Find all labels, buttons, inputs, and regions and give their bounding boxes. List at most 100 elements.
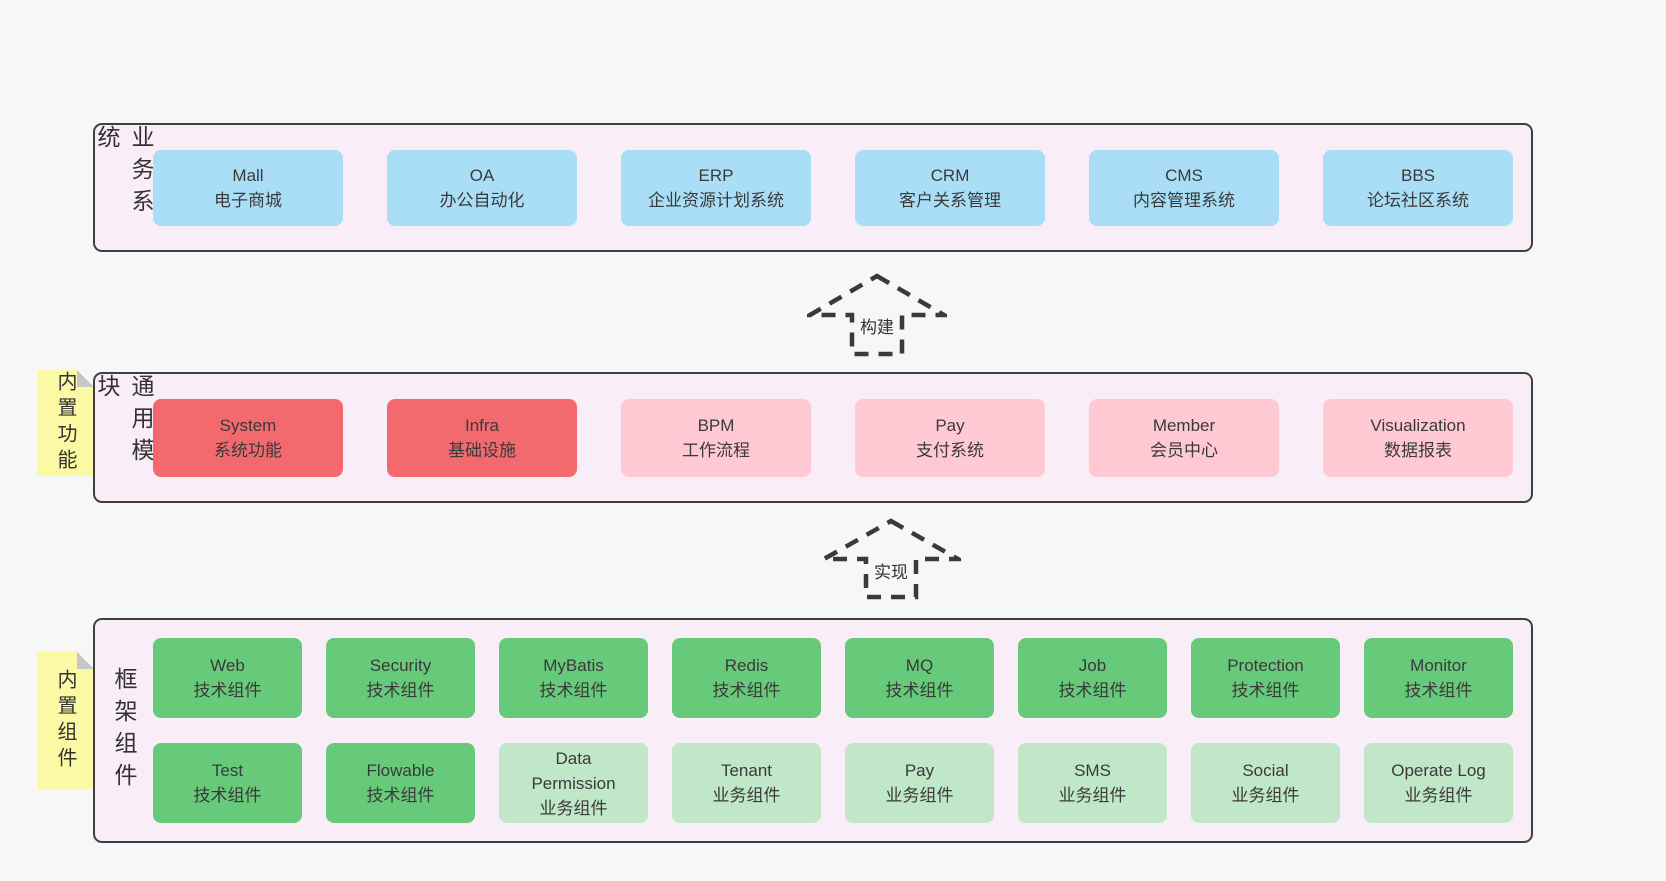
implement-arrow-label: 实现 (870, 558, 912, 583)
box-protection: Protection 技术组件 (1191, 638, 1340, 718)
box-title: OA (469, 165, 495, 185)
box-subtitle: 支付系统 (916, 440, 984, 460)
component-row-1: Web 技术组件 Security 技术组件 MyBatis 技术组件 Redi… (153, 638, 1513, 718)
box-subtitle: 技术组件 (366, 786, 435, 805)
box-subtitle: 技术组件 (366, 681, 435, 700)
box-subtitle: 技术组件 (885, 681, 954, 700)
box-subtitle: 会员中心 (1150, 440, 1218, 460)
box-mybatis: MyBatis 技术组件 (499, 638, 648, 718)
box-title: System (219, 415, 277, 435)
box-crm: CRM 客户关系管理 (855, 149, 1045, 226)
box-title: Member (1152, 415, 1216, 435)
dashed-up-arrow-icon (821, 518, 961, 600)
box-infra: Infra 基础设施 (387, 398, 577, 477)
box-flowable: Flowable 技术组件 (326, 743, 475, 823)
folded-corner (77, 652, 94, 669)
box-subtitle: 数据报表 (1384, 440, 1452, 460)
box-title: Web (210, 656, 245, 675)
build-arrow-label: 构建 (856, 313, 898, 338)
box-subtitle: 业务组件 (1058, 786, 1127, 805)
box-title: Test (211, 761, 244, 780)
sticky-note-text: 内置功能 (54, 371, 76, 475)
box-visualization: Visualization 数据报表 (1323, 398, 1513, 477)
box-subtitle: 技术组件 (539, 681, 608, 700)
box-subtitle: 工作流程 (682, 440, 750, 460)
box-data-permission: Data Permission 业务组件 (499, 743, 648, 823)
box-title: Social (1242, 761, 1289, 780)
box-subtitle: 技术组件 (193, 786, 262, 805)
box-subtitle: 技术组件 (1404, 681, 1473, 700)
box-title: ERP (698, 165, 734, 185)
box-system: System 系统功能 (153, 398, 343, 477)
box-subtitle: 业务组件 (712, 786, 781, 805)
layer-common-modules: 通用模块 System 系统功能 Infra 基础设施 BPM 工作流程 Pay… (93, 372, 1533, 503)
box-subtitle: 技术组件 (712, 681, 781, 700)
sticky-note-builtin-features: 内置功能 (37, 370, 94, 476)
box-title: CMS (1165, 165, 1203, 185)
box-title: CRM (930, 165, 970, 185)
box-web: Web 技术组件 (153, 638, 302, 718)
dashed-up-arrow-icon (807, 273, 947, 357)
box-title: Pay (904, 761, 935, 780)
component-rows: Web 技术组件 Security 技术组件 MyBatis 技术组件 Redi… (153, 620, 1531, 841)
box-test: Test 技术组件 (153, 743, 302, 823)
module-boxes-row: System 系统功能 Infra 基础设施 BPM 工作流程 Pay 支付系统… (153, 374, 1531, 501)
box-operate-log: Operate Log 业务组件 (1364, 743, 1513, 823)
box-title: BBS (1400, 165, 1436, 185)
box-subtitle: 企业资源计划系统 (648, 190, 784, 210)
box-subtitle: 业务组件 (885, 786, 954, 805)
layer-label-business-systems: 业务系统 (94, 125, 154, 221)
box-cms: CMS 内容管理系统 (1089, 149, 1279, 226)
box-security: Security 技术组件 (326, 638, 475, 718)
box-pay-component: Pay 业务组件 (845, 743, 994, 823)
box-title: MyBatis (543, 656, 604, 675)
box-title: SMS (1074, 761, 1111, 780)
box-title: Monitor (1410, 656, 1467, 675)
box-title: Tenant (720, 761, 773, 780)
box-title: Pay (935, 415, 965, 435)
implement-arrow: 实现 (821, 518, 961, 600)
sticky-note-text: 内置组件 (54, 669, 76, 773)
component-row-2: Test 技术组件 Flowable 技术组件 Data Permission … (153, 743, 1513, 823)
box-subtitle: 系统功能 (214, 440, 282, 460)
box-subtitle: 技术组件 (1231, 681, 1300, 700)
box-title: Redis (724, 656, 769, 675)
box-title: Data Permission (531, 748, 616, 793)
box-pay-module: Pay 支付系统 (855, 398, 1045, 477)
box-redis: Redis 技术组件 (672, 638, 821, 718)
box-erp: ERP 企业资源计划系统 (621, 149, 811, 226)
layer-label-common-modules: 通用模块 (94, 374, 154, 470)
box-title: Operate Log (1391, 761, 1486, 780)
box-title: Mall (232, 165, 264, 185)
box-title: Flowable (366, 761, 435, 780)
box-bbs: BBS 论坛社区系统 (1323, 149, 1513, 226)
box-subtitle: 业务组件 (1404, 786, 1473, 805)
box-subtitle: 客户关系管理 (899, 190, 1001, 210)
build-arrow: 构建 (807, 273, 947, 357)
box-bpm: BPM 工作流程 (621, 398, 811, 477)
box-mq: MQ 技术组件 (845, 638, 994, 718)
box-monitor: Monitor 技术组件 (1364, 638, 1513, 718)
box-subtitle: 办公自动化 (439, 190, 525, 210)
business-boxes-row: Mall 电子商城 OA 办公自动化 ERP 企业资源计划系统 CRM 客户关系… (153, 125, 1531, 250)
box-subtitle: 技术组件 (193, 681, 262, 700)
box-title: Infra (464, 415, 500, 435)
box-title: Security (369, 656, 432, 675)
box-mall: Mall 电子商城 (153, 149, 343, 226)
layer-business-systems: 业务系统 Mall 电子商城 OA 办公自动化 ERP 企业资源计划系统 CRM… (93, 123, 1533, 252)
sticky-note-builtin-components: 内置组件 (37, 652, 94, 790)
box-social: Social 业务组件 (1191, 743, 1340, 823)
box-subtitle: 论坛社区系统 (1367, 190, 1469, 210)
box-title: Job (1078, 656, 1107, 675)
layer-label-framework-components: 框架组件 (111, 666, 137, 795)
layer-framework-components: 框架组件 Web 技术组件 Security 技术组件 MyBatis 技术组件… (93, 618, 1533, 843)
box-subtitle: 业务组件 (1231, 786, 1300, 805)
box-subtitle: 技术组件 (1058, 681, 1127, 700)
box-title: Visualization (1370, 415, 1466, 435)
box-tenant: Tenant 业务组件 (672, 743, 821, 823)
box-oa: OA 办公自动化 (387, 149, 577, 226)
box-subtitle: 基础设施 (448, 440, 516, 460)
box-title: Protection (1227, 656, 1304, 675)
box-subtitle: 内容管理系统 (1133, 190, 1235, 210)
